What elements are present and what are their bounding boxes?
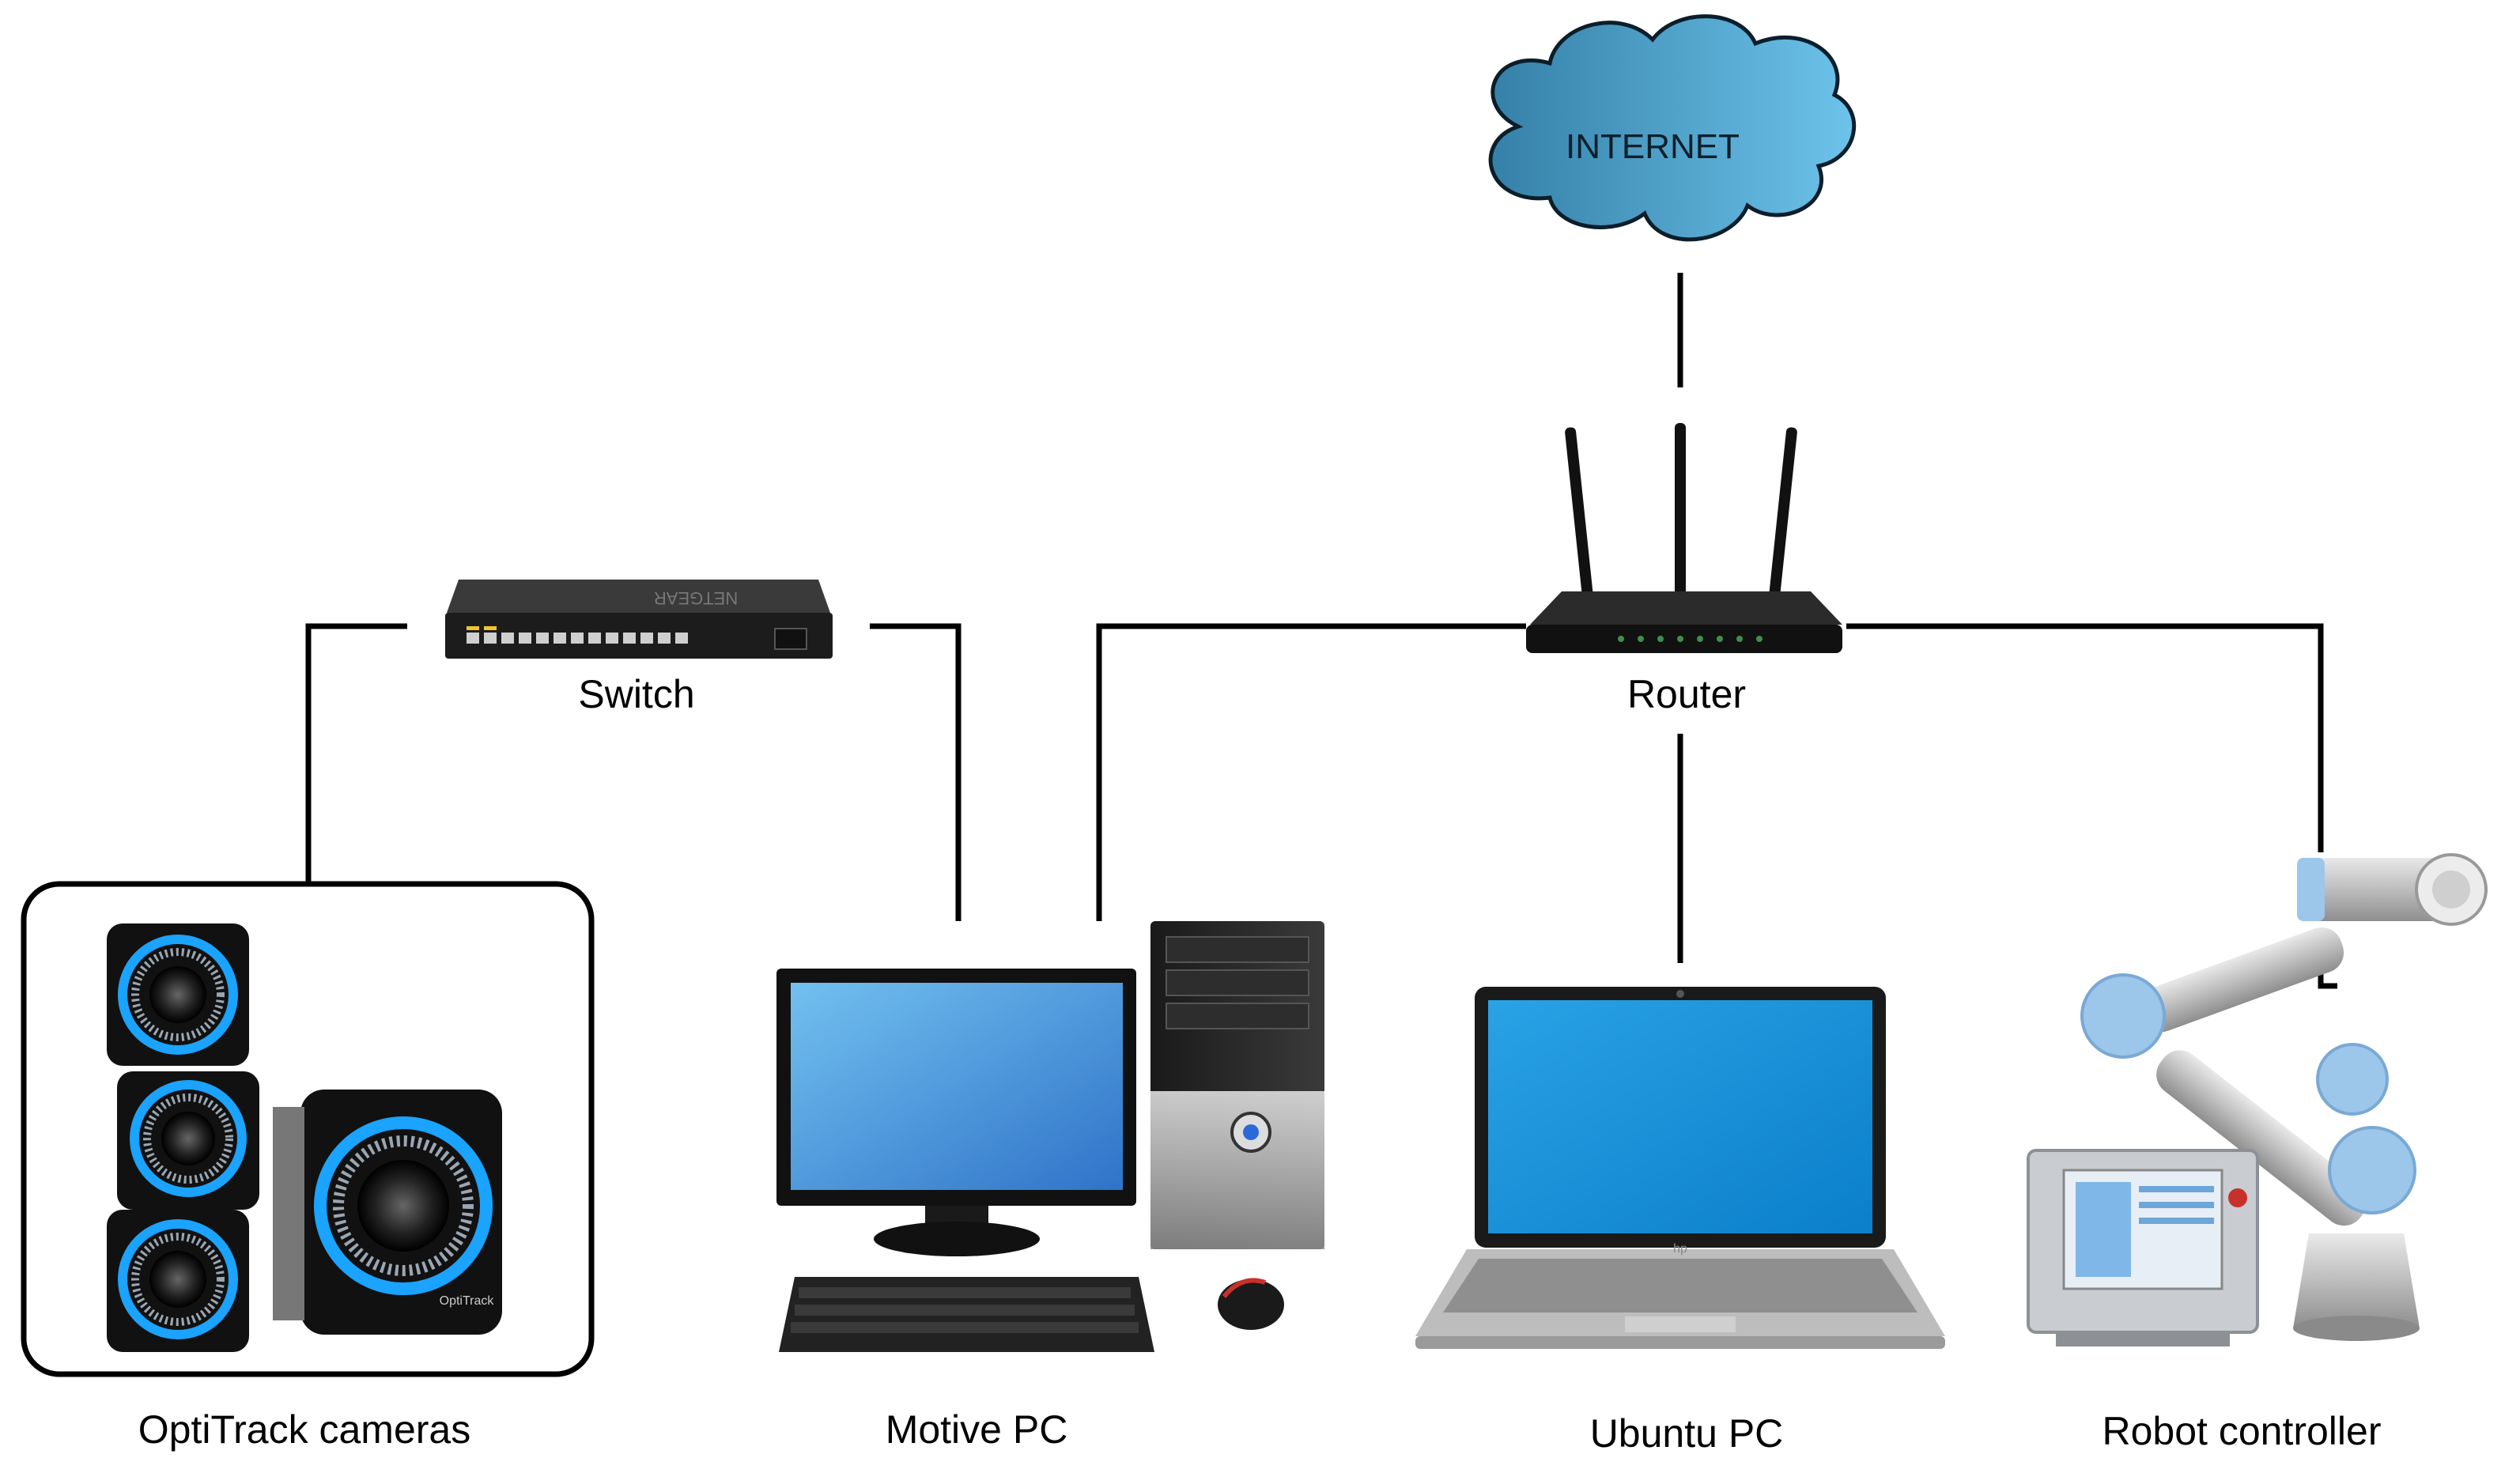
connection-lines xyxy=(305,273,2337,989)
link-router-motive-pc xyxy=(1096,623,1526,921)
switch: NETGEAR Switch xyxy=(445,580,833,716)
robot-controller: Robot controller xyxy=(2027,853,2488,1453)
keyboard-icon xyxy=(779,1277,1154,1352)
laptop-logo: hp xyxy=(1673,1242,1687,1256)
laptop-icon: hp xyxy=(1415,987,1945,1349)
camera-icon xyxy=(107,1210,249,1352)
router: Router xyxy=(1526,423,1842,716)
camera-brand: OptiTrack xyxy=(440,1294,495,1308)
link-switch-cameras xyxy=(305,623,407,884)
switch-label: Switch xyxy=(578,672,694,716)
router-label: Router xyxy=(1627,672,1746,716)
ubuntu-pc-label: Ubuntu PC xyxy=(1590,1411,1784,1456)
mouse-icon xyxy=(1218,1278,1284,1330)
internet-cloud: INTERNET xyxy=(1488,14,1857,242)
switch-brand: NETGEAR xyxy=(654,588,738,608)
robot-label: Robot controller xyxy=(2103,1409,2382,1453)
cameras-label: OptiTrack cameras xyxy=(138,1407,470,1452)
link-router-robot xyxy=(1846,623,2324,852)
camera-icon xyxy=(107,923,249,1066)
ubuntu-pc: hp Ubuntu PC xyxy=(1415,987,1945,1456)
optitrack-cameras: OptiTrack OptiTrack cameras xyxy=(21,881,595,1452)
camera-icon xyxy=(117,1071,259,1210)
tower-icon xyxy=(1150,921,1324,1249)
motive-pc: Motive PC xyxy=(776,921,1324,1452)
camera-icon: OptiTrack xyxy=(273,1090,502,1335)
motive-pc-label: Motive PC xyxy=(886,1407,1068,1452)
internet-label: INTERNET xyxy=(1566,127,1740,166)
switch-icon: NETGEAR xyxy=(445,580,833,659)
cloud-icon xyxy=(1488,14,1857,242)
robot-arm-icon xyxy=(2080,853,2488,1341)
router-icon xyxy=(1526,423,1842,653)
link-switch-motive-pc xyxy=(870,623,962,921)
monitor-icon xyxy=(776,969,1136,1256)
control-box-icon xyxy=(2027,1149,2259,1346)
